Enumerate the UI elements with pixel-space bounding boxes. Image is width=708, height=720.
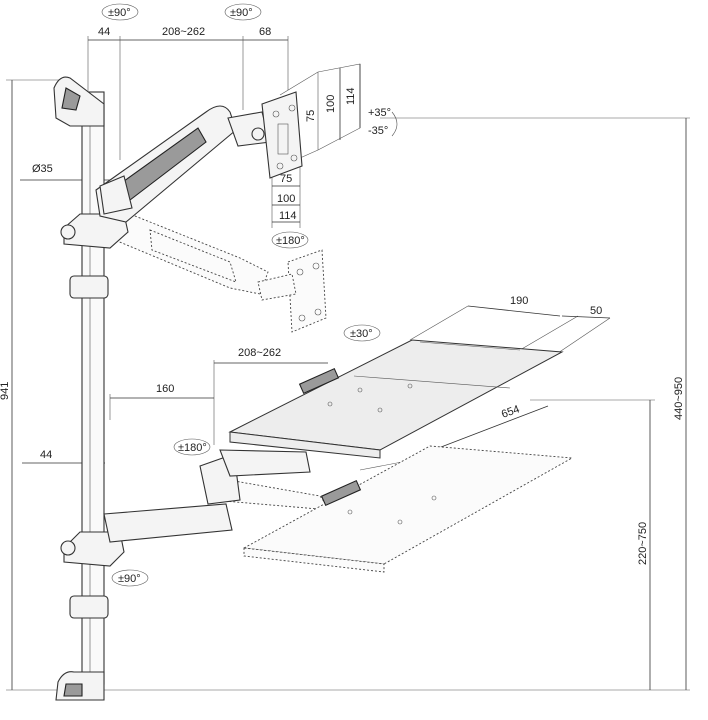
rot-top-head-label: ±90° <box>230 7 253 19</box>
keyboard-tray <box>228 339 564 459</box>
pole <box>81 91 105 685</box>
dim-total-height-label: 941 <box>0 382 11 400</box>
rot-bottom-arm-label: ±90° <box>118 573 141 585</box>
vesa-75-horizontal-label: 75 <box>280 173 292 185</box>
vesa-100-vertical-label: 100 <box>325 95 337 113</box>
vesa-114-vertical-label: 114 <box>345 87 357 105</box>
dim-height-top-label: 440~950 <box>673 377 685 420</box>
label-group: ±90° ±90° 44 208~262 68 Ø35 100 75 114 7… <box>0 7 685 585</box>
dimension-lines <box>6 36 690 691</box>
keyboard-arm <box>60 449 331 567</box>
dim-bottom-44-label: 44 <box>40 449 52 461</box>
dim-diameter-label: Ø35 <box>32 163 53 175</box>
dim-190-label: 190 <box>510 295 528 307</box>
top-clamp <box>53 76 105 127</box>
dim-top-44-label: 44 <box>98 26 110 38</box>
dim-654-label: 654 <box>500 403 521 421</box>
vesa-100-horizontal-label: 100 <box>277 193 295 205</box>
dim-top-68-label: 68 <box>259 26 271 38</box>
rot-top-arm-label: ±90° <box>108 7 131 19</box>
pole-collars <box>69 275 109 619</box>
dim-160-label: 160 <box>156 383 174 395</box>
rot-vesa-label: ±180° <box>276 235 305 247</box>
tilt-down-label: -35° <box>368 125 388 137</box>
dim-height-kb-label: 220~750 <box>637 522 649 565</box>
dim-50-label: 50 <box>590 305 602 317</box>
bottom-clamp <box>55 671 105 701</box>
vesa-plate-upper <box>261 91 303 179</box>
vesa-114-horizontal-label: 114 <box>279 210 297 222</box>
keyboard-tray-lower <box>242 445 574 573</box>
rotation-arrows <box>101 3 398 587</box>
dim-top-reach-label: 208~262 <box>162 26 205 38</box>
vesa-75-vertical-label: 75 <box>305 110 317 122</box>
rot-kb-180-label: ±180° <box>178 442 207 454</box>
rot-tray-label: ±30° <box>350 328 373 340</box>
monitor-arm <box>60 105 271 295</box>
tilt-up-label: +35° <box>368 107 391 119</box>
vesa-plate-lower <box>257 249 327 333</box>
dim-kb-reach-label: 208~262 <box>238 347 281 359</box>
